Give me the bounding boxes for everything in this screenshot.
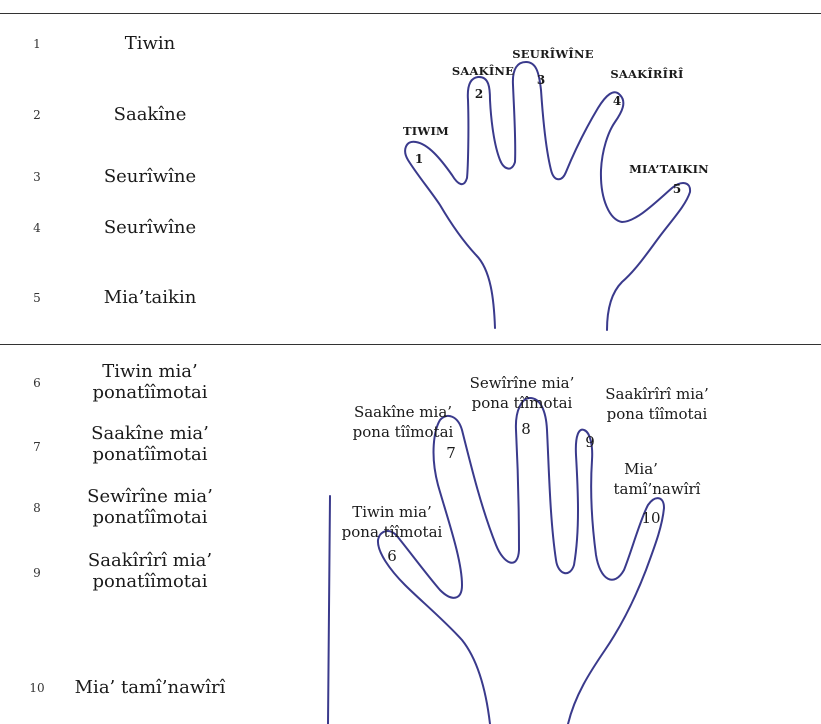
finger-label: TIWIM bbox=[403, 124, 449, 138]
finger-label: SEURÎWÎNE bbox=[512, 47, 593, 61]
finger-label: pona tîîmotai bbox=[353, 423, 454, 441]
finger-number: 5 bbox=[673, 182, 681, 196]
finger-label: SAAKÎRÎRÎ bbox=[610, 67, 683, 81]
finger-label: pona tîîmotai bbox=[472, 394, 573, 412]
finger-label: Mia’ bbox=[624, 460, 658, 478]
finger-label: Saakîne mia’ bbox=[354, 403, 452, 421]
finger-number: 1 bbox=[415, 152, 423, 166]
finger-number: 2 bbox=[475, 87, 483, 101]
finger-number: 4 bbox=[613, 94, 621, 108]
finger-label: Saakîrîrî mia’ bbox=[605, 385, 708, 403]
finger-label: pona tîîmotai bbox=[607, 405, 708, 423]
finger-number: 3 bbox=[537, 73, 545, 87]
finger-label: SAAKÎNE bbox=[452, 64, 514, 78]
hand-bottom-outline bbox=[328, 398, 664, 724]
finger-number: 10 bbox=[641, 509, 660, 527]
finger-label: pona tîîmotai bbox=[342, 523, 443, 541]
hand-top-outline bbox=[405, 62, 690, 330]
finger-number: 6 bbox=[387, 547, 397, 565]
finger-label: Tiwin mia’ bbox=[352, 503, 432, 521]
finger-label: Sewîrîne mia’ bbox=[470, 374, 575, 392]
finger-number: 7 bbox=[446, 444, 456, 462]
finger-number: 9 bbox=[585, 433, 595, 451]
finger-number: 8 bbox=[521, 420, 531, 438]
finger-label: MIA’TAIKIN bbox=[629, 162, 709, 176]
finger-label: tamî’nawîrî bbox=[614, 480, 701, 498]
